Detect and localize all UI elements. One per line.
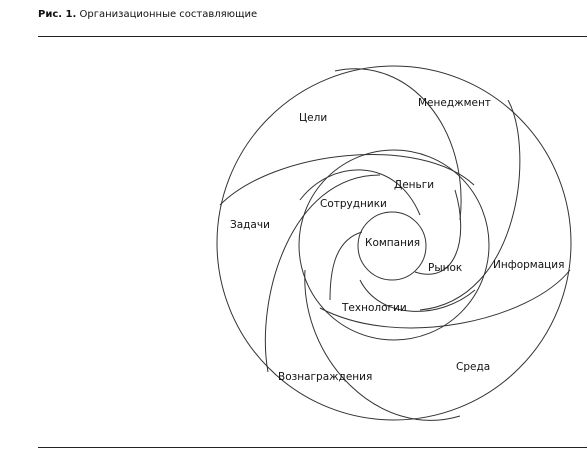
label-information: Информация xyxy=(493,259,564,271)
label-tasks: Задачи xyxy=(230,219,270,231)
top-rule xyxy=(38,36,587,37)
figure-number: Рис. 1. xyxy=(38,9,77,20)
figure-caption: Рис. 1. Организационные составляющие xyxy=(38,8,257,22)
label-management: Менеджмент xyxy=(418,97,491,109)
inner-divider-2 xyxy=(414,189,462,275)
middle-ring-circle xyxy=(298,149,490,341)
inner-divider-3 xyxy=(359,279,476,312)
outer-divider-2 xyxy=(334,68,462,221)
outer-divider-4 xyxy=(319,269,571,329)
outer-divider-1 xyxy=(219,154,475,206)
label-company: Компания xyxy=(365,237,420,249)
label-money: Деньги xyxy=(394,179,434,191)
outer-divider-5 xyxy=(304,269,461,421)
bottom-rule xyxy=(38,447,587,448)
outer-divider-6 xyxy=(264,174,381,373)
label-goals: Цели xyxy=(299,112,327,124)
figure-title: Организационные составляющие xyxy=(79,9,258,20)
label-technologies: Технологии xyxy=(341,302,407,314)
center-circle xyxy=(357,211,427,281)
inner-divider-1 xyxy=(299,169,421,216)
inner-divider-4 xyxy=(329,231,363,301)
label-employees: Сотрудники xyxy=(320,198,387,210)
label-rewards: Вознаграждения xyxy=(278,371,372,383)
label-environment: Среда xyxy=(456,361,490,373)
outer-circle xyxy=(216,65,572,421)
outer-divider-3 xyxy=(419,99,521,311)
label-market: Рынок xyxy=(428,262,462,274)
